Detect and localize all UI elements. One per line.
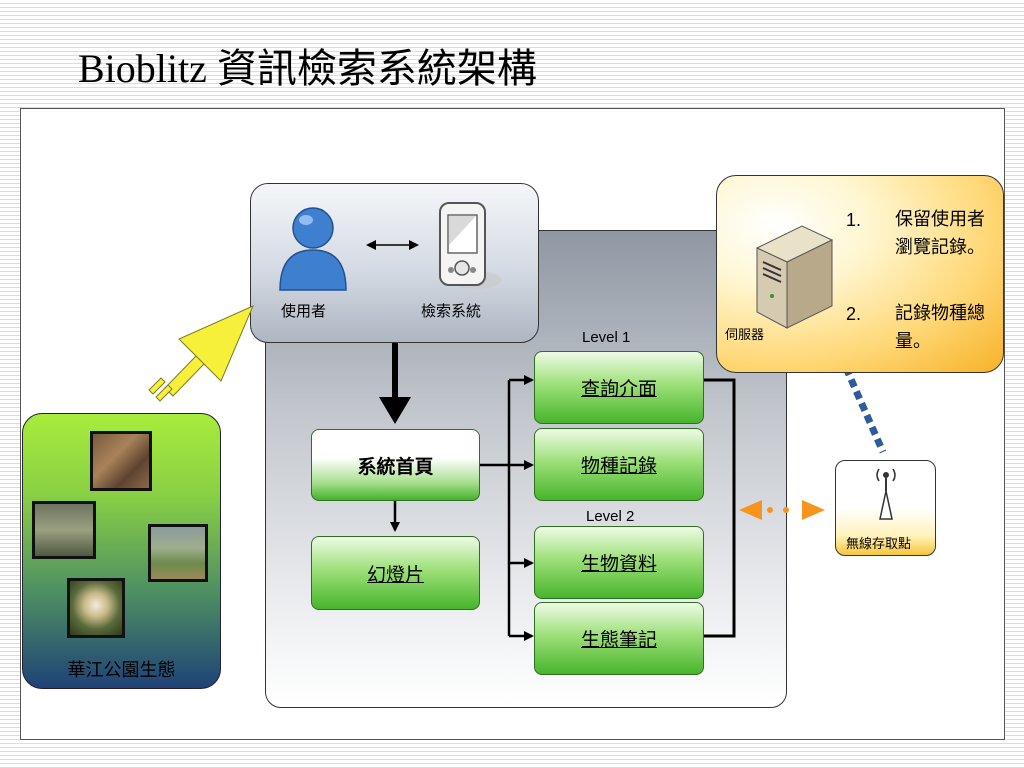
home-node-label: 系統首頁 bbox=[357, 455, 434, 478]
access-point-label: 無線存取點 bbox=[846, 537, 912, 552]
ecology-box: 華江公園生態 bbox=[22, 413, 221, 689]
down-arrow-icon bbox=[379, 343, 411, 424]
butterfly-photo bbox=[67, 578, 125, 638]
slides-node-label: 幻燈片 bbox=[366, 563, 424, 586]
wetland-photo bbox=[148, 524, 208, 582]
species-record-node[interactable]: 物種記錄 bbox=[534, 428, 704, 501]
duck-photo bbox=[32, 501, 96, 559]
pda-icon bbox=[439, 202, 501, 289]
server-icon bbox=[755, 225, 834, 329]
access-point-box: 無線存取點 bbox=[835, 460, 936, 556]
network-link bbox=[821, 318, 887, 454]
yellow-arrow-icon bbox=[148, 305, 254, 402]
eco-notes-label: 生態筆記 bbox=[580, 629, 657, 651]
home-node[interactable]: 系統首頁 bbox=[311, 429, 480, 501]
note-2-text: 記錄物種總量。 bbox=[895, 303, 985, 352]
user-label: 使用者 bbox=[281, 302, 327, 320]
note-1-text: 保留使用者瀏覽記錄。 bbox=[895, 209, 985, 258]
note-2-number: 2. bbox=[846, 304, 862, 324]
eco-notes-node[interactable]: 生態筆記 bbox=[534, 602, 704, 675]
bidirectional-arrow-icon bbox=[366, 240, 419, 250]
search-system-label: 檢索系統 bbox=[421, 302, 482, 320]
bio-data-node[interactable]: 生物資料 bbox=[534, 526, 704, 599]
species-record-label: 物種記錄 bbox=[580, 455, 657, 477]
user-icon bbox=[279, 207, 347, 291]
antenna-icon bbox=[876, 468, 896, 520]
level-1-label: Level 1 bbox=[582, 329, 631, 346]
slide-title: Bioblitz 資訊檢索系統架構 bbox=[78, 46, 537, 91]
bio-data-label: 生物資料 bbox=[580, 553, 657, 575]
level-2-label: Level 2 bbox=[586, 508, 635, 525]
slides-node[interactable]: 幻燈片 bbox=[311, 536, 480, 610]
server-label: 伺服器 bbox=[725, 328, 765, 343]
ecology-label: 華江公園生態 bbox=[67, 660, 176, 681]
wireless-link-arrow-icon bbox=[739, 500, 825, 520]
server-box: 伺服器 bbox=[716, 175, 1004, 373]
soil-photo bbox=[90, 431, 152, 491]
query-interface-label: 查詢介面 bbox=[580, 378, 657, 400]
query-interface-node[interactable]: 查詢介面 bbox=[534, 351, 704, 424]
note-1-number: 1. bbox=[846, 210, 862, 230]
